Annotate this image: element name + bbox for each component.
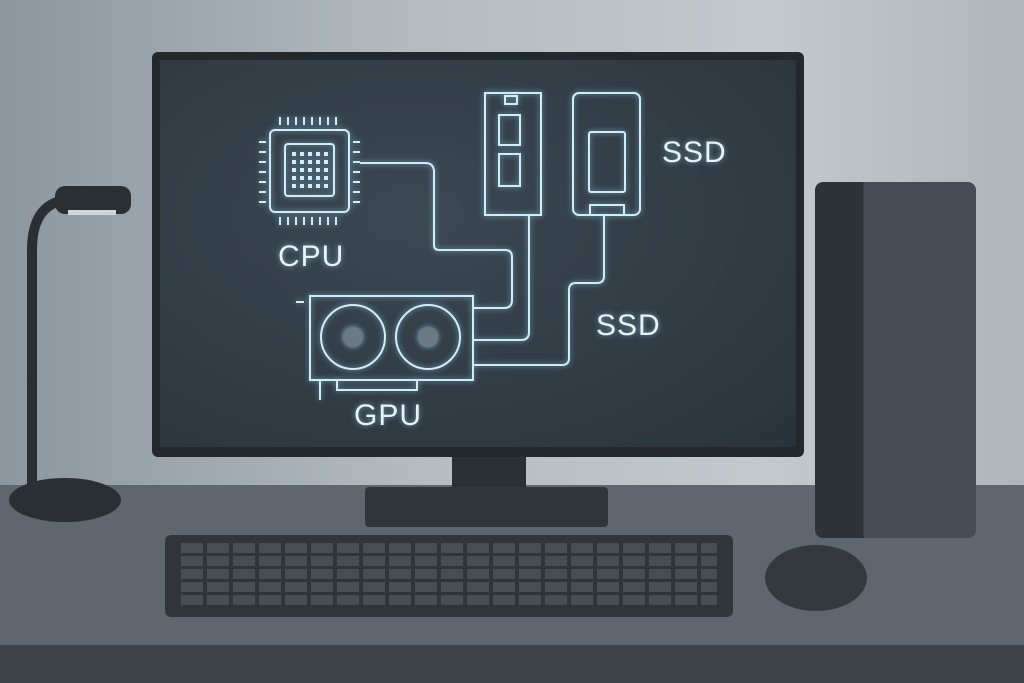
monitor-stand-neck bbox=[452, 457, 526, 490]
connection-lines bbox=[360, 162, 605, 366]
gpu-label: GPU bbox=[354, 399, 423, 432]
desk-edge bbox=[0, 645, 1024, 683]
monitor-stand-base bbox=[365, 487, 608, 527]
ram-module-icon bbox=[484, 92, 542, 216]
ssd-label-bottom: SSD bbox=[596, 309, 661, 342]
cpu-label: CPU bbox=[278, 240, 345, 273]
keyboard bbox=[165, 535, 733, 617]
ssd-label-top: SSD bbox=[662, 136, 727, 169]
ssd-drive-icon bbox=[572, 92, 641, 216]
monitor-screen bbox=[160, 60, 796, 447]
mouse bbox=[765, 545, 867, 611]
cpu-chip-icon bbox=[259, 117, 360, 225]
gpu-card-icon bbox=[296, 295, 474, 400]
pc-tower bbox=[815, 182, 976, 538]
